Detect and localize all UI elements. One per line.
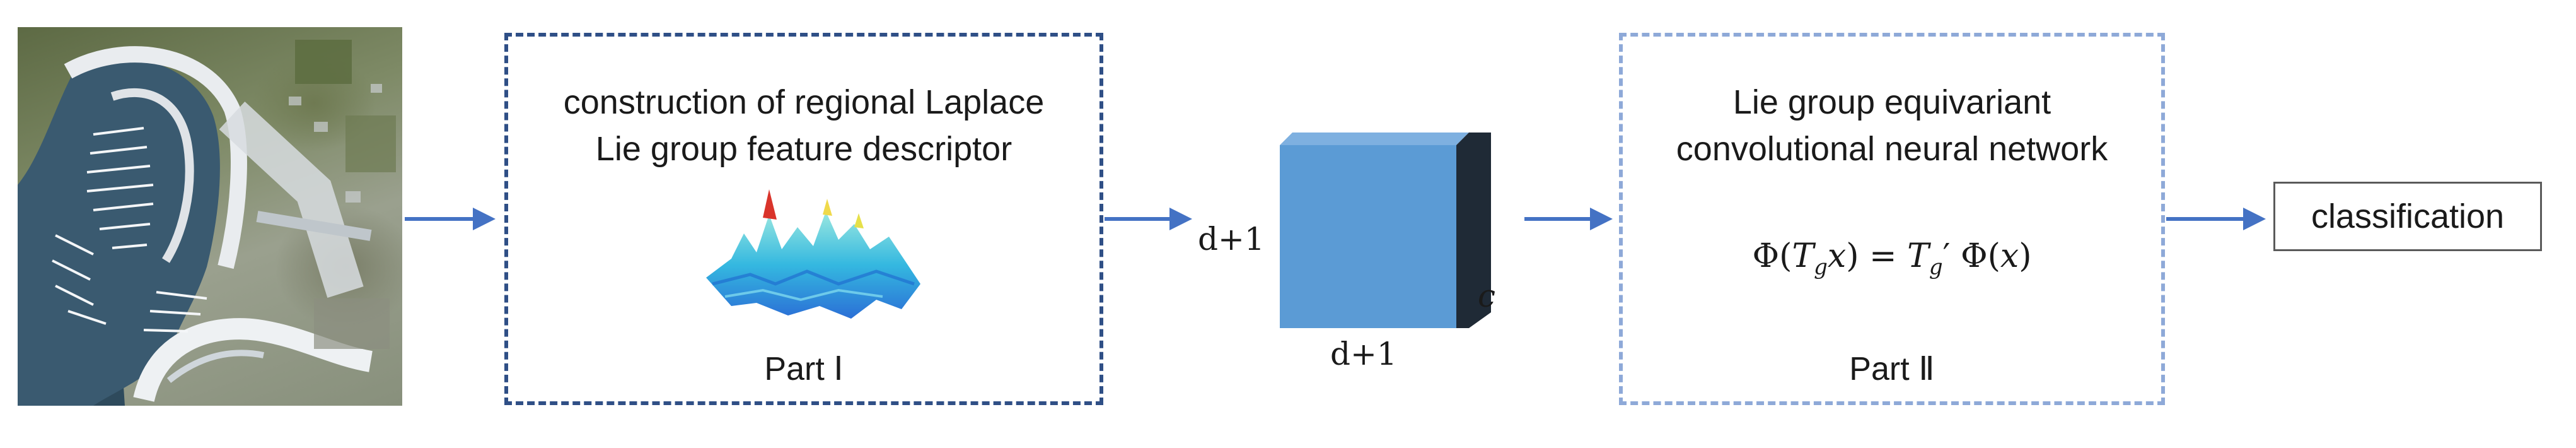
cube-top-face xyxy=(1280,133,1469,145)
tensor-width-label: d+1 xyxy=(1330,336,1397,372)
part2-dashed-box xyxy=(1619,33,2165,405)
part2-title-line1: Lie group equivariant xyxy=(1732,83,2051,121)
equivariance-formula: Φ(Tgx) = Tg′ Φ(x) xyxy=(1752,237,2032,280)
classification-output-box: classification xyxy=(2273,182,2542,251)
tensor-channel-label: c xyxy=(1478,278,1496,314)
part1-label: Part Ⅰ xyxy=(764,351,844,387)
laplace-surface-plot-icon xyxy=(706,189,920,319)
tensor-height-label: d+1 xyxy=(1198,221,1265,257)
part2-title: Lie group equivariant convolutional neur… xyxy=(1623,79,2161,172)
cube-side-face xyxy=(1456,133,1491,328)
part2-label: Part Ⅱ xyxy=(1849,351,1935,387)
part1-dashed-box xyxy=(504,33,1103,405)
feature-tensor-cube xyxy=(1280,133,1491,328)
part2-title-line2: convolutional neural network xyxy=(1676,130,2108,168)
part1-title-line2: Lie group feature descriptor xyxy=(595,130,1012,168)
cube-front-face xyxy=(1280,145,1456,328)
input-satellite-image xyxy=(18,27,402,406)
part1-title: construction of regional Laplace Lie gro… xyxy=(508,79,1099,172)
harbour-illustration xyxy=(18,40,396,406)
part1-title-line1: construction of regional Laplace xyxy=(563,83,1045,121)
